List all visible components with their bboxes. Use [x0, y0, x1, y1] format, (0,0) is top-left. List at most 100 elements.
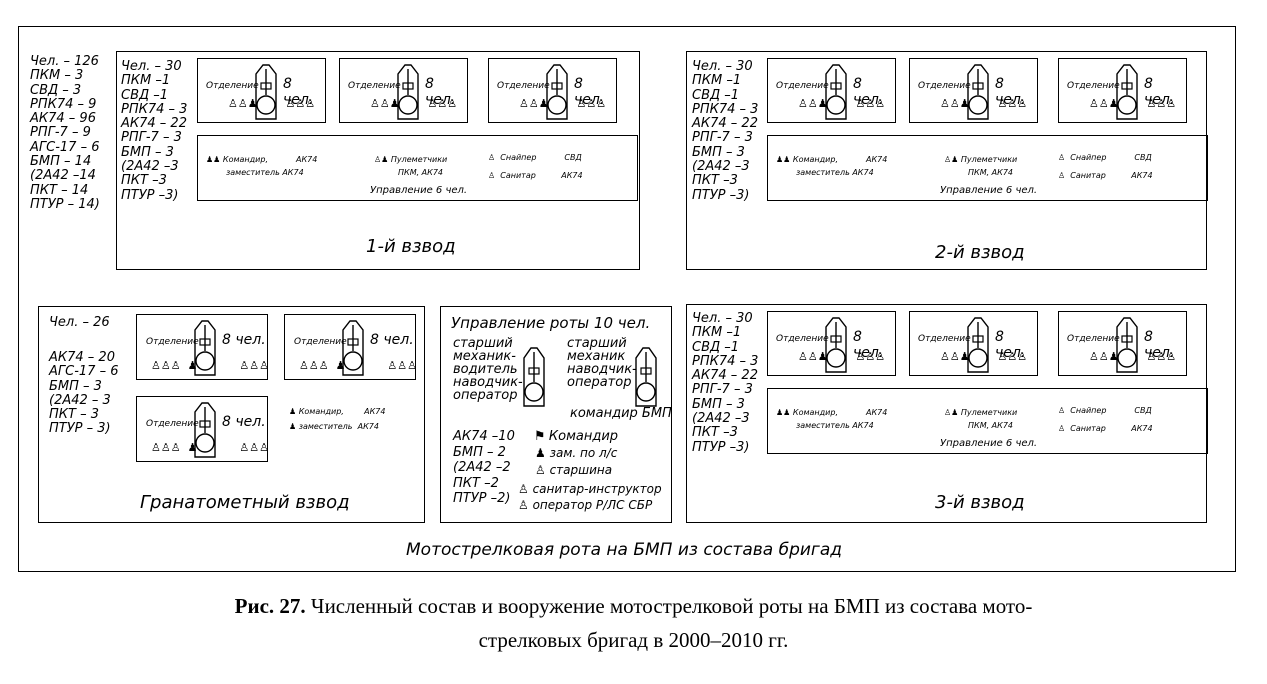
list-item: ПКТ – 14 — [30, 182, 89, 198]
pc-mg-weapons: ПКМ, АК74 — [398, 168, 444, 177]
squad-box: Отделение 8 чел. ♙♙♟ ♙♙♙ — [767, 311, 896, 376]
squad-count: 8 чел. — [370, 332, 414, 348]
list-item: РПГ-7 – 3 — [692, 382, 753, 398]
squad-box: Отделение 8 чел. ♙♙♟ ♙♙♙ — [1058, 311, 1187, 376]
hq-radar-label: оператор Р/ЛС СБР — [532, 498, 653, 512]
caption-label: Рис. 27. — [234, 594, 306, 618]
squad-count: 8 чел. — [1144, 76, 1175, 108]
list-item: (2А42 – 3 — [49, 392, 111, 408]
list-item: ПКМ –1 — [692, 73, 742, 89]
squad-box: Отделение 8 чел. ♙♙♙ ♟ ♙♙♙ — [136, 396, 269, 462]
list-item: наводчик- — [453, 375, 523, 390]
pc-machine-gunners: ♙♟ Пулеметчики — [944, 155, 1018, 164]
pc-sniper: ♙ Снайпер СВД — [1058, 153, 1152, 162]
soldier-icons: ♙♙♟ ♙♙♙ — [798, 350, 886, 363]
list-item: БМП – 14 — [30, 154, 92, 170]
squad-count: 8 чел. — [1144, 329, 1175, 361]
squad-label: Отделение — [776, 334, 829, 344]
pc-medic: ♙ Санитар АК74 — [1058, 424, 1153, 433]
list-item: ПКТ –3 — [692, 173, 738, 189]
hq-radar: ♙ оператор Р/ЛС СБР — [518, 498, 653, 512]
soldier-icons: ♙♙♟ ♙♙♙ — [940, 350, 1028, 363]
hq-commander: ⚑ Командир — [535, 429, 619, 444]
pc-medic-label: Санитар — [1070, 171, 1106, 180]
bmp-icon — [967, 64, 989, 120]
list-item: (2А42 –3 — [692, 159, 750, 175]
squad-count: 8 чел. — [574, 76, 605, 108]
squad-box: Отделение 8 чел. ♙♙♙ ♟ ♙♙♙ — [136, 314, 269, 380]
squad-label: Отделение — [1067, 334, 1120, 344]
list-item: АГС-17 – 6 — [49, 364, 119, 380]
list-item: (2А42 –2 — [453, 460, 511, 475]
squad-label: Отделение — [146, 337, 199, 347]
list-item: старший — [567, 336, 627, 351]
soldier-icons: ♙♙♟ ♙♙♙ — [1089, 350, 1177, 363]
company-footer: Мотострелковая рота на БМП из состава бр… — [406, 540, 843, 560]
list-item: ПТУР –3) — [692, 187, 750, 203]
squad-box: Отделение 8 чел. ♙♙♟ ♙♙♙ — [767, 58, 896, 123]
squad-box: Отделение 8 чел. ♙♙♟ ♙♙♙ — [339, 58, 468, 123]
list-item: механик — [567, 349, 626, 364]
pc-footer: Управление 6 чел. — [940, 438, 1038, 449]
squad-count: 8 чел. — [425, 76, 456, 108]
pc-sniper-label: Снайпер — [1070, 153, 1107, 162]
pc-sniper: ♙ Снайпер СВД — [488, 153, 582, 162]
bmp-icon — [1116, 64, 1138, 120]
list-item: ПКМ –1 — [692, 325, 742, 341]
squad-box: Отделение 8 чел. ♙♙♙ ♟ ♙♙♙ — [284, 314, 417, 380]
bmp-icon — [825, 64, 847, 120]
pc-mg-weapons: ПКМ, АК74 — [968, 421, 1014, 430]
squad-label: Отделение — [918, 81, 971, 91]
grenade-platoon — [38, 306, 425, 523]
list-item: РПГ-7 – 3 — [121, 130, 182, 146]
list-item: Чел. – 126 — [30, 54, 99, 69]
squad-label: Отделение — [206, 81, 259, 91]
list-item: БМП – 3 — [121, 144, 174, 160]
platoon-3 — [686, 304, 1207, 523]
bmp-icon — [546, 64, 568, 120]
hq-deputy: ♟ зам. по л/с — [535, 446, 618, 460]
figure-caption-line2: стрелковых бригад в 2000–2010 гг. — [478, 628, 789, 652]
hq-sergeant: ♙ старшина — [535, 463, 613, 477]
grenade-dep-weapon: АК74 — [357, 422, 379, 431]
squad-label: Отделение — [776, 81, 829, 91]
pc-sniper: ♙ Снайпер СВД — [1058, 406, 1152, 415]
squad-count: 8 чел. — [853, 329, 884, 361]
bmp-icon — [825, 317, 847, 373]
platoon-control-box: ♟♟ Командир, АК74 заместитель АК74 ♙♟ Пу… — [767, 388, 1208, 454]
list-item: РПК74 – 3 — [692, 353, 759, 369]
pc-sniper-label: Снайпер — [1070, 406, 1107, 415]
list-item: РПК74 – 3 — [692, 101, 759, 117]
grenade-dep-title: заместитель — [298, 422, 353, 431]
bmp-icon — [397, 64, 419, 120]
list-item: АК74 –10 — [453, 429, 515, 444]
list-item: ПТУР –3) — [121, 187, 179, 203]
pc-commander: ♟♟ Командир, АК74 — [206, 155, 318, 164]
list-item: Чел. – 30 — [692, 59, 753, 74]
pc-medic-label: Санитар — [1070, 424, 1106, 433]
list-item: СВД –1 — [692, 87, 740, 103]
bmp-icon — [635, 347, 657, 407]
pc-machine-gunners: ♙♟ Пулеметчики — [944, 408, 1018, 417]
squad-box: Отделение 8 чел. ♙♙♟ ♙♙♙ — [909, 58, 1038, 123]
pc-medic-label: Санитар — [500, 171, 536, 180]
list-item: (2А42 –14 — [30, 168, 96, 184]
list-item: БМП – 3 — [49, 378, 102, 394]
platoon-control-box: ♟♟ Командир, АК74 заместитель АК74 ♙♟ Пу… — [767, 135, 1208, 201]
squad-label: Отделение — [497, 81, 550, 91]
platoon-control-box: ♟♟ Командир, АК74 заместитель АК74 ♙♟ Пу… — [197, 135, 638, 201]
pc-cmd-weapon: АК74 — [865, 155, 888, 164]
pc-deputy: заместитель АК74 — [226, 169, 304, 177]
hq-medic: ♙ санитар-инструктор — [518, 482, 662, 496]
list-item: ПТУР –3) — [692, 439, 750, 455]
pc-mg-title: Пулеметчики — [960, 408, 1018, 417]
bmp-icon — [194, 320, 216, 376]
platoon-1 — [116, 51, 640, 270]
list-item: ПКМ –1 — [121, 73, 171, 89]
squad-count: 8 чел. — [222, 414, 266, 430]
squad-box: Отделение 8 чел. ♙♙♟ ♙♙♙ — [197, 58, 326, 123]
pc-commander: ♟♟ Командир, АК74 — [776, 155, 888, 164]
grenade-totals-top: Чел. – 26 — [49, 315, 110, 330]
